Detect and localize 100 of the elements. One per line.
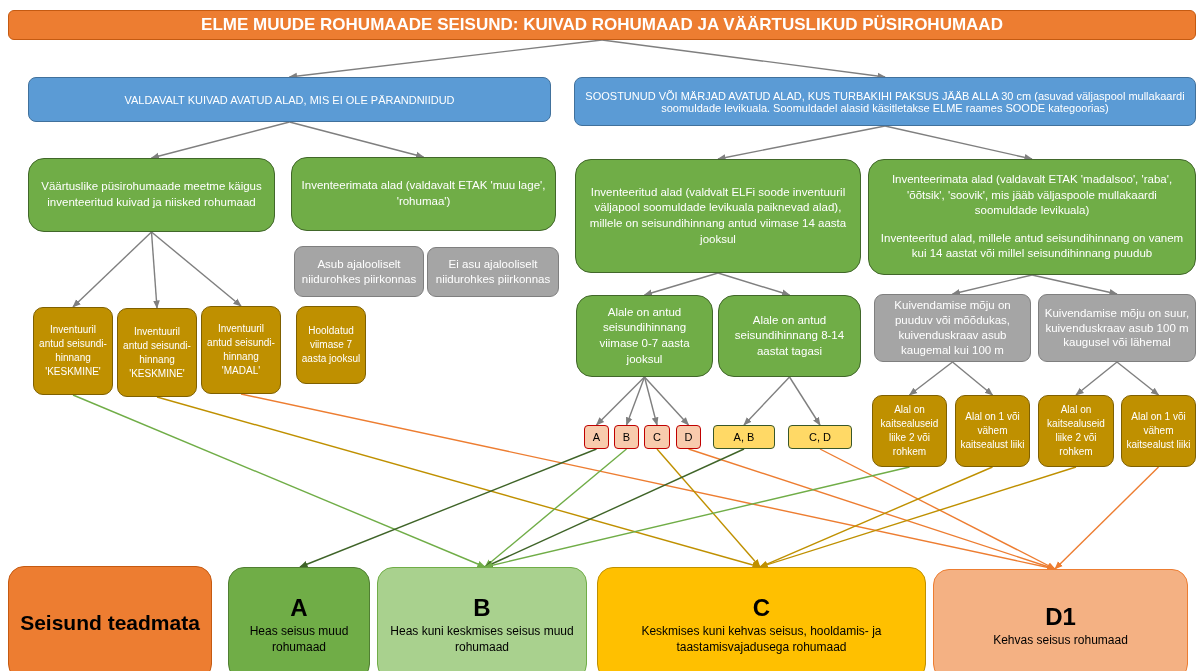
- node-text: SOOSTUNUD VÕI MÄRJAD AVATUD ALAD, KUS TURBAKIHI PAKSUS JÄÄB ALLA 30 cm (asuvad väljaspool mullakaardi soomuldade levikuala. Soomuldadel alasid käsitletakse ELME raames SOODE kategoorias): [585, 89, 1185, 114]
- criterion-box: [201, 306, 281, 394]
- grade-tag: [644, 425, 670, 449]
- node-text: Hooldatud viimase 7 aasta jooksul: [300, 324, 362, 366]
- status-box: [933, 569, 1188, 671]
- process-box: [28, 158, 275, 232]
- grade-tag: [788, 425, 852, 449]
- arrow: [788, 376, 821, 426]
- node-text: Alal on kaitsealuseid liike 2 või rohkem: [879, 403, 940, 459]
- node-text: Asub ajalooliselt niidurohkes piirkonnas: [300, 256, 418, 287]
- arrow: [1054, 466, 1160, 570]
- status-box: [8, 566, 212, 671]
- category-box: [28, 77, 551, 122]
- criterion-box: [296, 306, 366, 384]
- arrow: [743, 376, 791, 426]
- arrow: [759, 466, 994, 568]
- arrow: [656, 448, 761, 568]
- arrow: [72, 394, 486, 568]
- process-box: [291, 157, 556, 231]
- node-text: Alal on 1 või vähem kaitsealust liiki: [1125, 410, 1192, 452]
- criterion-box: [1121, 395, 1196, 467]
- node-text: Kuivendamise mõju on suur, kuivenduskraav asub 100 m kaugusel või lähemal: [1043, 305, 1191, 351]
- node-text: Inventuuril antud seisundi-hinnang 'KESKMINE': [122, 324, 192, 381]
- node-text: Seisund teadmata: [20, 610, 200, 637]
- grade-tag: [584, 425, 609, 449]
- node-text: Inventuuril antud seisundi-hinnang 'KESKMINE': [38, 323, 108, 379]
- node-text: Alale on antud seisundihinnang 8-14 aastat tagasi: [733, 312, 846, 359]
- node-text: A, B: [733, 431, 755, 443]
- node-text: Inventeeritud alad, millele antud seisundihinnang on vanem kui 14 aastat või millel seisundihinnang puudub: [879, 230, 1185, 262]
- arrow: [72, 231, 153, 308]
- arrow: [299, 448, 598, 568]
- arrow: [484, 448, 628, 568]
- grade-tag: [713, 425, 775, 449]
- grade-letter: B: [473, 592, 491, 623]
- arrow: [908, 361, 954, 396]
- arrow: [150, 231, 242, 307]
- node-text: C, D: [809, 431, 831, 443]
- node-text: Inventeerimata alad (valdavalt ETAK 'muu lage', 'rohumaa'): [300, 178, 547, 209]
- grade-tag: [614, 425, 639, 449]
- node-text: Heas seisus muud rohumaad: [248, 622, 350, 656]
- node-text: Alal on 1 või vähem kaitsealust liiki: [959, 410, 1026, 452]
- criterion-box: [872, 395, 947, 467]
- node-text: C: [653, 431, 661, 443]
- node-text: ELME MUUDE ROHUMAADE SEISUND: KUIVAD ROHUMAAD JA VÄÄRTUSLIKUD PÜSIROHUMAAD: [201, 15, 1003, 35]
- condition-box: [294, 246, 424, 297]
- title-bar: [8, 10, 1196, 40]
- arrow: [951, 361, 994, 396]
- node-text: D: [684, 431, 693, 443]
- grade-letter: C: [752, 592, 771, 623]
- status-box: [377, 567, 587, 671]
- arrow: [625, 376, 646, 426]
- grade-tag: [676, 425, 701, 449]
- criterion-box: [117, 308, 197, 397]
- arrow: [150, 231, 160, 309]
- category-box: [574, 77, 1196, 126]
- arrow: [643, 272, 719, 297]
- node-text: Kuivendamise mõju on puuduv või mõõdukas, kuivenduskraav asub kaugemal kui 100 m: [893, 298, 1012, 358]
- node-text: Inventeeritud alad (valdvalt ELFi soode inventuuril väljapool soomuldade levikuala paiknevad alad), millele on seisundihinnang antud viimase 14 aasta jooksul: [588, 184, 848, 247]
- condition-box: [874, 294, 1031, 362]
- arrow: [884, 125, 1033, 161]
- node-text: Heas kuni keskmises seisus muud rohumaad: [389, 622, 575, 656]
- arrow: [484, 466, 911, 569]
- node-text: Keskmises kuni kehvas seisus, hooldamis- ja taastamisvajadusega rohumaad: [640, 622, 883, 656]
- arrow: [1116, 361, 1160, 396]
- process-box: [868, 159, 1196, 275]
- arrow: [595, 376, 646, 426]
- grade-letter: A: [290, 592, 308, 623]
- arrow: [150, 121, 291, 160]
- node-text: A: [592, 431, 601, 443]
- arrow: [288, 121, 425, 159]
- process-box: [575, 159, 861, 273]
- status-box: [597, 567, 926, 671]
- condition-box: [1038, 294, 1196, 362]
- process-box: [718, 295, 861, 377]
- arrow: [484, 448, 745, 568]
- status-box: [228, 567, 370, 671]
- node-text: Ei asu ajalooliselt niidurohkes piirkonnas: [434, 257, 552, 287]
- node-text: Inventeerimata alad (valdavalt ETAK 'madalsoo', 'raba', 'õõtsik', 'soovik', mis jääb väljaspoole mullakaardi soomuldade levikuala): [890, 172, 1174, 219]
- grade-letter: D1: [1045, 601, 1076, 632]
- arrow: [1075, 361, 1118, 396]
- criterion-box: [33, 307, 113, 395]
- criterion-box: [955, 395, 1030, 467]
- node-text: VALDAVALT KUIVAD AVATUD ALAD, MIS EI OLE PÄRANDNIIDUD: [124, 93, 455, 106]
- node-text: Kehvas seisus rohumaad: [993, 632, 1128, 649]
- process-box: [576, 295, 713, 377]
- node-text: Alal on kaitsealuseid liike 2 või rohkem: [1046, 403, 1106, 459]
- arrow: [643, 376, 659, 426]
- arrow: [643, 376, 690, 426]
- node-text: Alale on antud seisundihinnang viimase 0-7 aasta jooksul: [598, 304, 691, 367]
- arrow: [951, 274, 1033, 296]
- arrow: [819, 448, 1056, 570]
- arrow: [717, 272, 791, 296]
- node-text: B: [622, 431, 631, 443]
- condition-box: [427, 247, 559, 297]
- arrow: [717, 125, 886, 161]
- arrow: [759, 466, 1077, 568]
- node-text: Inventuuril antud seisundi-hinnang 'MADAL': [206, 322, 276, 378]
- criterion-box: [1038, 395, 1114, 467]
- arrow: [1031, 274, 1118, 296]
- node-text: Väärtuslike püsirohumaade meetme käigus inventeeritud kuivad ja niisked rohumaad: [40, 179, 263, 210]
